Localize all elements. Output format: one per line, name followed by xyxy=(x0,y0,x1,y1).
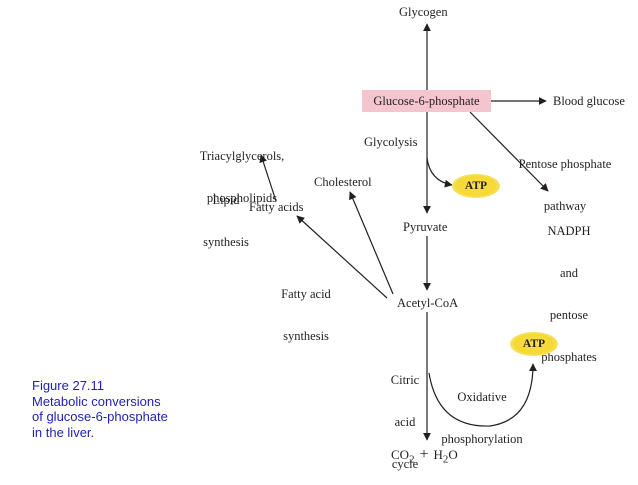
atp-glycolysis-badge: ATP xyxy=(452,174,500,198)
nadph-pentose-label: NADPH and pentose phosphates xyxy=(541,224,597,364)
caption-line-1: Figure 27.11 xyxy=(32,378,105,393)
arrow-to-cholesterol xyxy=(349,191,394,295)
cholesterol-label: Cholesterol xyxy=(314,175,372,189)
arrow-to-triacylglycerols xyxy=(259,154,277,202)
co2-h2o-products: CO2+H2O xyxy=(391,446,458,466)
caption-line-3: of glucose-6-phosphate xyxy=(32,409,168,424)
arrow-to-nadph xyxy=(469,111,549,192)
fatty-acid-synthesis-label: Fatty acid synthesis xyxy=(281,287,331,343)
arrow-to-fatty-acids xyxy=(296,215,388,299)
h2o-subscript: 2 xyxy=(442,453,449,466)
pyruvate-label: Pyruvate xyxy=(403,220,448,234)
arrow-to-atp-glycolysis xyxy=(426,157,453,188)
h2o-h: H xyxy=(433,447,443,462)
h2o-o: O xyxy=(448,447,458,462)
atp-oxphos-badge: ATP xyxy=(510,332,558,356)
caption-line-4: in the liver. xyxy=(32,424,95,440)
glucose-6-phosphate-box: Glucose-6-phosphate xyxy=(362,90,491,112)
co2-subscript: 2 xyxy=(409,453,415,466)
arrow-to-atp-oxphos xyxy=(428,363,537,427)
glucose-6-phosphate-label: Glucose-6-phosphate xyxy=(373,93,480,108)
glycolysis-label: Glycolysis xyxy=(364,135,418,149)
triacylglycerols-label: Triacylglycerols, phospholipids xyxy=(199,149,285,205)
fatty-acids-label: Fatty acids xyxy=(249,200,304,214)
co2-label: CO xyxy=(391,447,410,462)
lipid-synthesis-label: Lipid synthesis xyxy=(203,193,249,249)
pentose-pathway-label: Pentose phosphate pathway xyxy=(518,157,612,213)
citric-acid-cycle-label: Citric acid cycle xyxy=(390,373,420,471)
glycogen-label: Glycogen xyxy=(399,5,448,19)
acetyl-coa-label: Acetyl-CoA xyxy=(397,296,459,310)
plus-sign: + xyxy=(419,446,429,463)
caption-line-2: Metabolic conversions xyxy=(32,393,161,409)
blood-glucose-label: Blood glucose xyxy=(553,94,625,108)
oxidative-phosphorylation-label: Oxidative phosphorylation xyxy=(441,390,523,446)
figure-caption: Figure 27.11 Metabolic conversions of gl… xyxy=(32,378,168,440)
